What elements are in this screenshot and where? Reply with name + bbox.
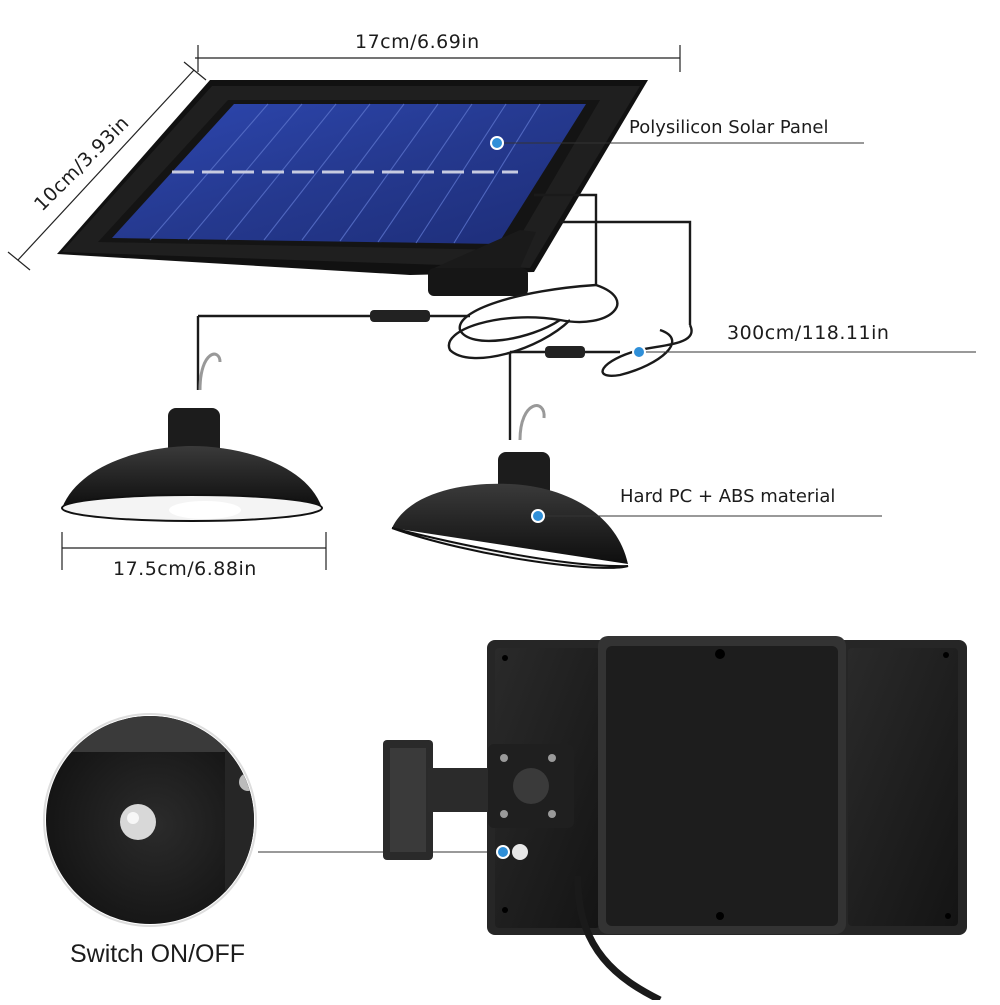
panel-type-label: Polysilicon Solar Panel — [629, 117, 829, 138]
depth-dimension-line — [7, 61, 207, 271]
solar-panel — [57, 80, 648, 296]
blue-dot-icon — [531, 509, 545, 523]
lamp-width-dimension-line — [61, 532, 327, 570]
switch-label: Switch ON/OFF — [70, 940, 246, 968]
blue-dot-icon — [496, 845, 510, 859]
switch-button-icon — [120, 804, 156, 840]
callout-lines — [258, 142, 976, 853]
width-dimension-line — [195, 45, 681, 72]
cables — [196, 193, 693, 440]
mounting-bracket — [383, 740, 574, 860]
pendant-lamp-left — [61, 352, 323, 522]
blue-dot-icon — [632, 345, 646, 359]
solar-cells — [112, 104, 586, 244]
pendant-lamp-right — [391, 404, 629, 569]
callout-dots — [490, 136, 646, 859]
lamp-material-label: Hard PC + ABS material — [620, 486, 836, 507]
switch-zoom-view — [43, 713, 257, 927]
lamp-width-label: 17.5cm/6.88in — [113, 558, 257, 580]
blue-dot-icon — [490, 136, 504, 150]
cable-connectors — [370, 310, 585, 358]
panel-back — [487, 636, 967, 1004]
panel-width-label: 17cm/6.69in — [355, 31, 480, 53]
cable-length-label: 300cm/118.11in — [727, 322, 890, 344]
